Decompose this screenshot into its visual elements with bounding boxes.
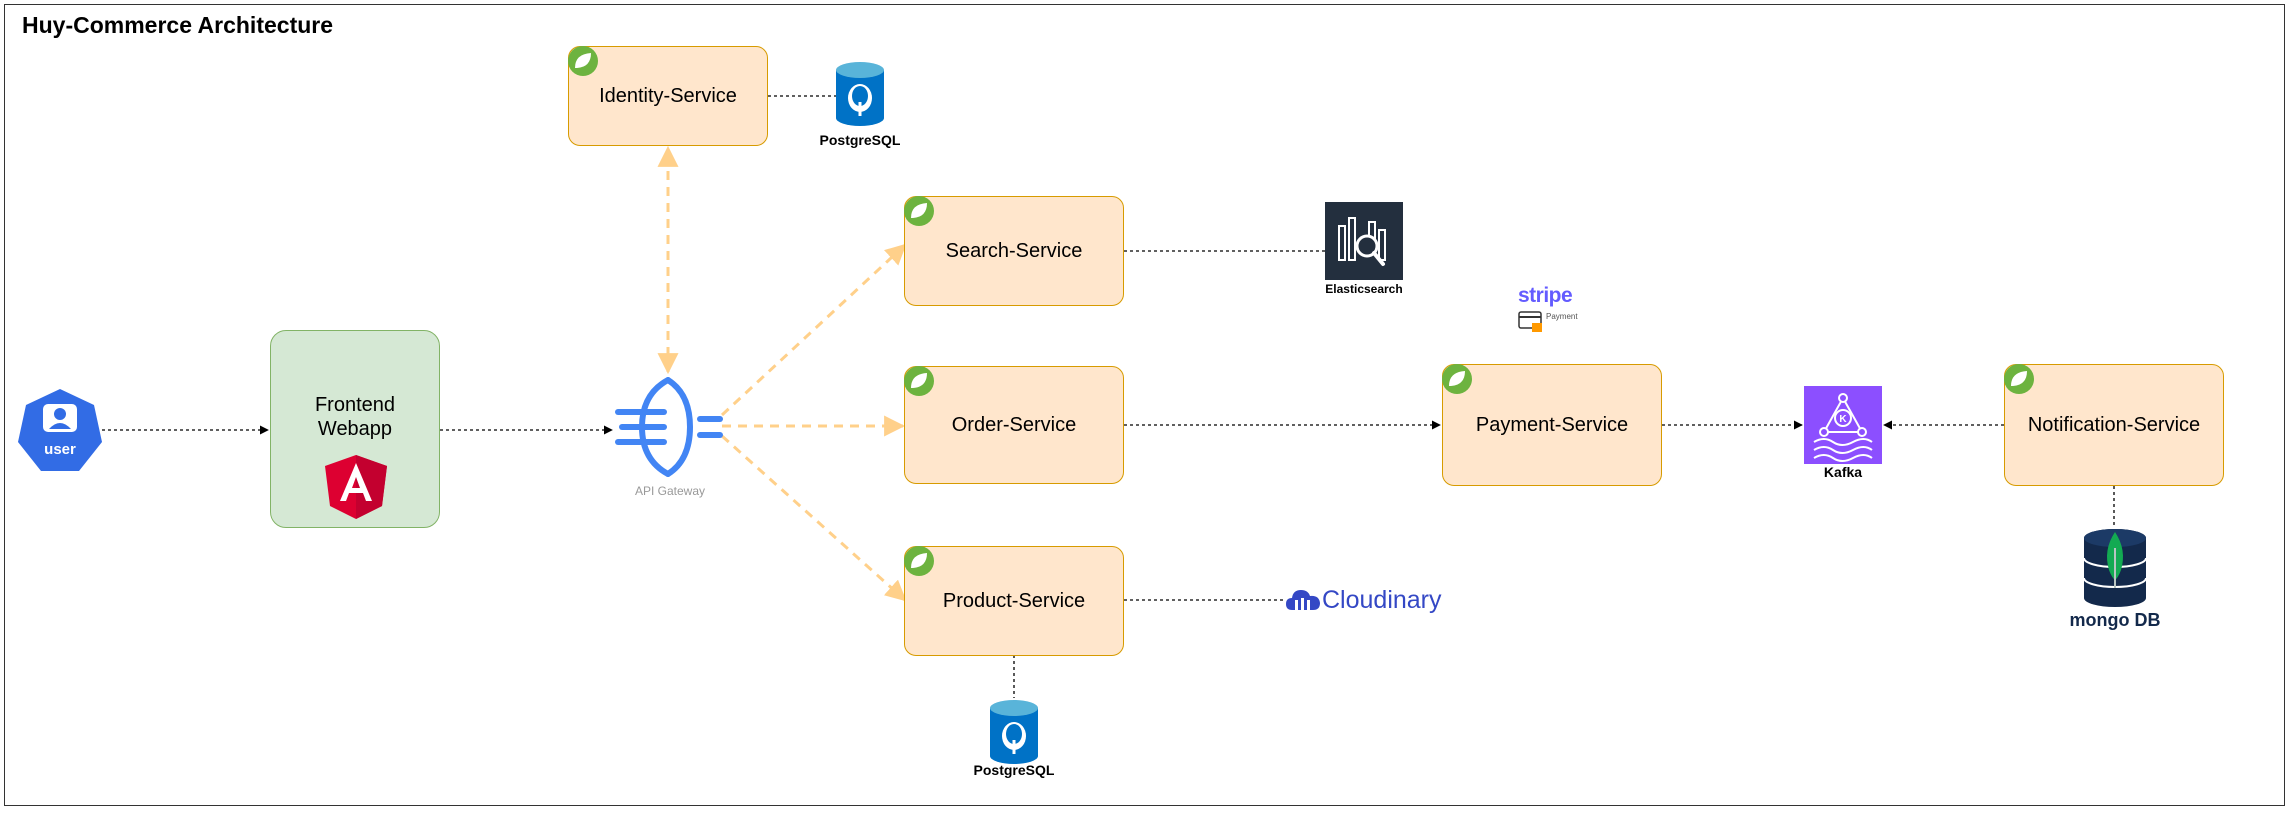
spring-leaf-icon xyxy=(1442,364,1472,394)
payment-service-node[interactable]: Payment-Service xyxy=(1442,364,1662,486)
elasticsearch-label: Elasticsearch xyxy=(1325,282,1403,296)
identity-service-label: Identity-Service xyxy=(599,84,737,107)
edge-gateway-search xyxy=(720,243,907,417)
search-service-label: Search-Service xyxy=(945,239,1083,262)
frontend-label: Frontend Webapp xyxy=(314,394,396,440)
frontend-webapp-node[interactable]: Frontend Webapp xyxy=(270,330,440,528)
stripe-payment-label: Payment xyxy=(1546,312,1578,321)
order-service-node[interactable]: Order-Service xyxy=(904,366,1124,484)
identity-service-node[interactable]: Identity-Service xyxy=(568,46,768,146)
elasticsearch-icon[interactable] xyxy=(1325,202,1403,280)
postgresql-label-identity: PostgreSQL xyxy=(819,132,901,148)
stripe-payment-node[interactable]: stripe Payment xyxy=(1516,284,1586,338)
payment-card-icon xyxy=(1518,311,1542,332)
cloudinary-node[interactable]: Cloudinary xyxy=(1286,582,1446,618)
stripe-logo-text: stripe xyxy=(1518,284,1573,307)
postgresql-icon[interactable] xyxy=(836,62,884,126)
spring-leaf-icon xyxy=(568,46,598,76)
cloudinary-label: Cloudinary xyxy=(1322,586,1442,614)
product-service-label: Product-Service xyxy=(942,589,1086,612)
svg-text:K: K xyxy=(1839,414,1847,425)
notification-service-node[interactable]: Notification-Service xyxy=(2004,364,2224,486)
search-service-node[interactable]: Search-Service xyxy=(904,196,1124,306)
diagram-frame xyxy=(4,4,2285,806)
mongodb-label: mongo DB xyxy=(2069,610,2161,630)
payment-service-label: Payment-Service xyxy=(1475,413,1629,436)
postgresql-icon[interactable] xyxy=(990,700,1038,764)
postgresql-label-product: PostgreSQL xyxy=(973,762,1055,778)
diagram-title: Huy-Commerce Architecture xyxy=(22,12,334,38)
api-gateway-node[interactable]: API Gateway xyxy=(612,372,728,502)
user-label: user xyxy=(44,441,76,458)
product-service-node[interactable]: Product-Service xyxy=(904,546,1124,656)
kafka-icon[interactable]: K xyxy=(1804,386,1882,464)
spring-leaf-icon xyxy=(904,366,934,396)
mongodb-icon xyxy=(2083,529,2147,607)
spring-leaf-icon xyxy=(904,196,934,226)
spring-leaf-icon xyxy=(904,546,934,576)
edge-gateway-product xyxy=(720,434,907,602)
notification-service-label: Notification-Service xyxy=(2027,413,2201,436)
kafka-label: Kafka xyxy=(1823,464,1863,480)
api-gateway-icon xyxy=(615,377,723,477)
angular-icon xyxy=(325,455,387,519)
spring-leaf-icon xyxy=(2004,364,2034,394)
user-node[interactable]: user xyxy=(17,387,103,473)
api-gateway-label: API Gateway xyxy=(634,484,706,498)
mongodb-node[interactable]: mongo DB xyxy=(2070,528,2160,638)
order-service-label: Order-Service xyxy=(951,413,1077,436)
cloudinary-cloud-icon xyxy=(1286,590,1320,610)
user-icon xyxy=(18,389,102,471)
